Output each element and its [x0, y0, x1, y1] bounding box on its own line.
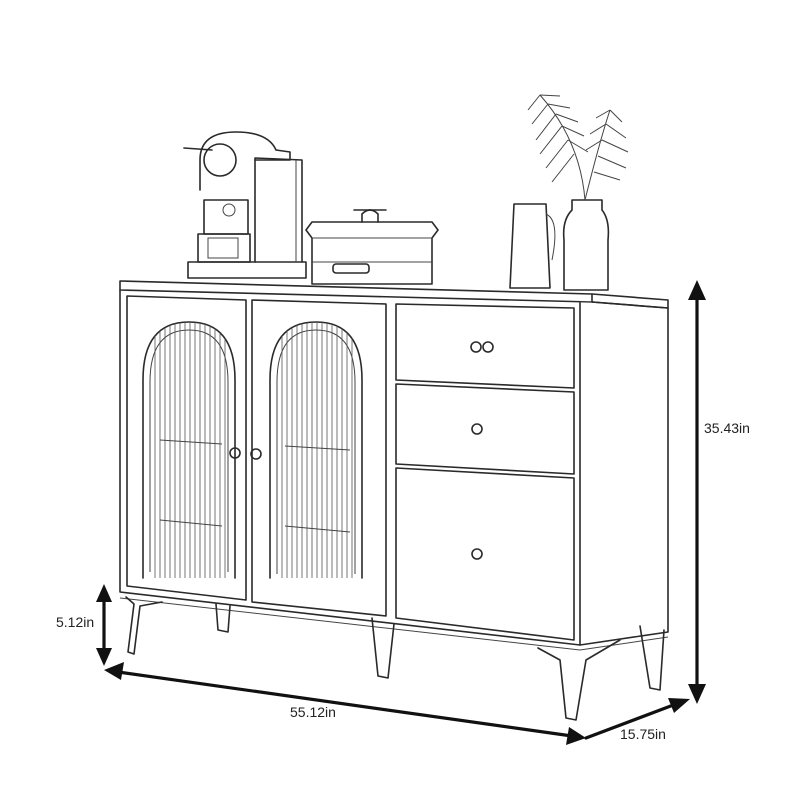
- width-dimension-label: 55.12in: [290, 704, 336, 720]
- left-door: [126, 295, 247, 601]
- height-arrow: [688, 280, 706, 704]
- cabinet-body: [119, 280, 669, 651]
- depth-dimension-label: 15.75in: [620, 726, 666, 742]
- right-door: [250, 299, 387, 617]
- right-door-knob: [250, 448, 262, 460]
- leg-height-dimension-label: 5.12in: [56, 614, 95, 630]
- depth-arrow: [584, 698, 690, 740]
- drawer-3-knob: [471, 548, 483, 560]
- drawer-2-knob: [471, 423, 483, 435]
- width-arrow: [104, 662, 586, 745]
- right-door-fluted-glass: [281, 322, 353, 578]
- legs: [125, 596, 665, 721]
- drawer-1-knob: [470, 341, 482, 353]
- left-door-fluted-glass: [154, 322, 226, 578]
- leg-height-arrow: [96, 584, 112, 666]
- drawer-stack: [395, 303, 575, 641]
- pitcher-icon: [509, 203, 556, 289]
- plant-vase-icon: [527, 94, 629, 291]
- cookware-icon: [305, 209, 439, 285]
- height-dimension-label: 35.43in: [704, 420, 750, 436]
- coffee-machine-icon: [183, 131, 307, 279]
- left-door-knob: [229, 447, 241, 459]
